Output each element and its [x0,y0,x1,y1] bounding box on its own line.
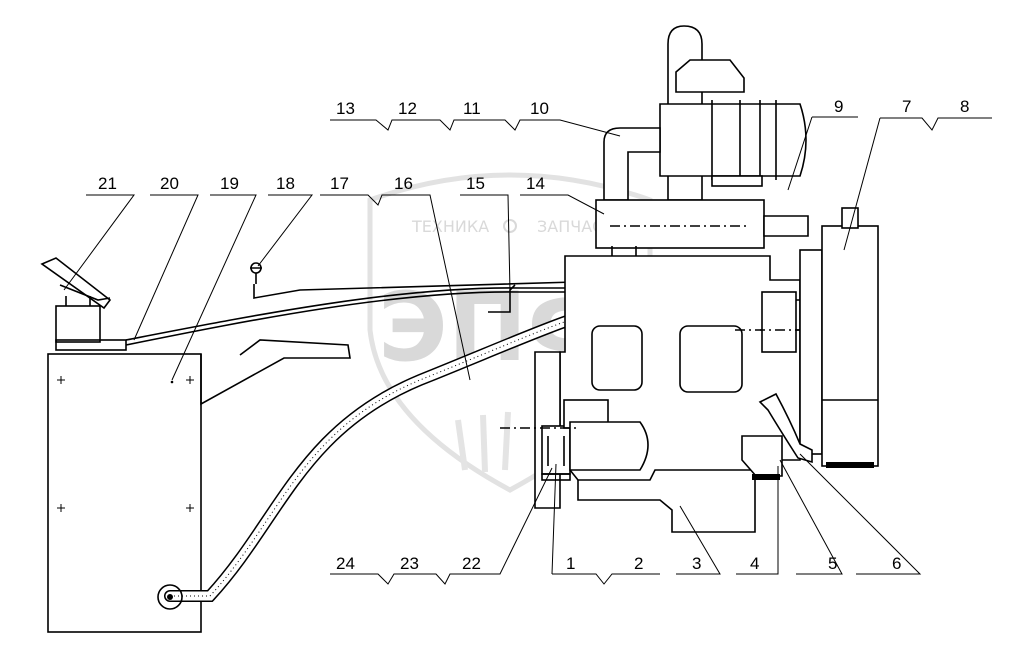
callout-8: 8 [960,97,969,116]
watermark-left-word: ТЕХНИКА [411,217,489,236]
callout-4: 4 [750,554,759,573]
callout-1: 1 [566,554,575,573]
leader-lines [63,116,992,585]
callout-14: 14 [526,174,545,193]
callout-3: 3 [692,554,701,573]
callout-22: 22 [462,554,481,573]
callout-12: 12 [398,99,417,118]
callout-labels: 13 12 11 10 9 7 8 21 20 19 18 17 16 15 1… [98,97,969,573]
callout-23: 23 [400,554,419,573]
flex-hose [157,314,576,610]
callout-7: 7 [902,97,911,116]
callout-18: 18 [276,174,295,193]
engine-block [500,246,801,533]
callout-20: 20 [160,174,179,193]
control-rods [125,262,576,346]
callout-19: 19 [220,174,239,193]
air-intake [595,25,809,249]
callout-6: 6 [892,554,901,573]
callout-16: 16 [394,174,413,193]
callout-2: 2 [634,554,643,573]
pedal-assembly [40,257,127,351]
callout-9: 9 [834,97,843,116]
callout-10: 10 [530,99,549,118]
callout-21: 21 [98,174,117,193]
callout-11: 11 [463,99,481,118]
callout-17: 17 [330,174,349,193]
wheat-icon [455,411,511,473]
callout-24: 24 [336,554,355,573]
gear-icon [503,219,517,233]
callout-5: 5 [828,554,837,573]
cab-panel [47,339,351,633]
callout-13: 13 [336,99,355,118]
callout-15: 15 [466,174,485,193]
radiator [758,207,879,468]
